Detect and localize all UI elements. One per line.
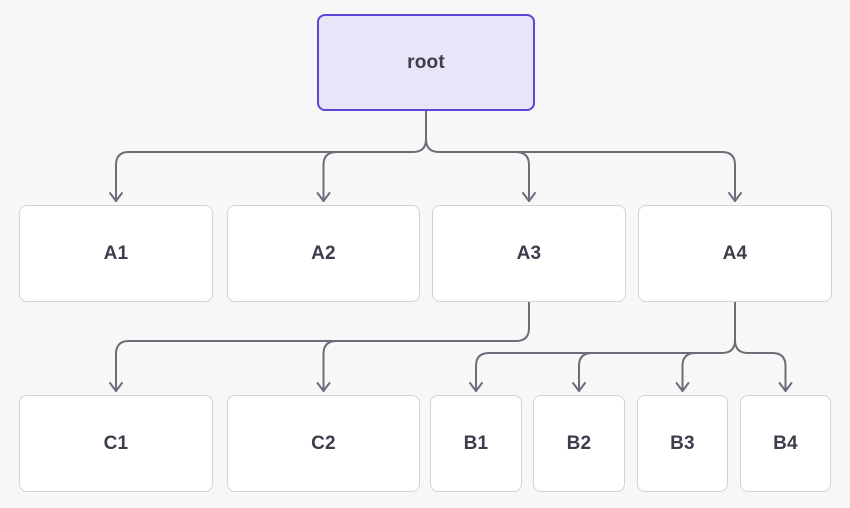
node-label: B1 (463, 432, 489, 454)
arrowhead-A3 (522, 192, 536, 202)
node-A2: A2 (227, 205, 420, 302)
node-B4: B4 (740, 395, 831, 492)
edge-root-A3 (515, 151, 530, 202)
edge-A3-C2 (322, 340, 338, 392)
node-label: A4 (722, 242, 748, 264)
arrowhead-B3 (675, 382, 690, 392)
edge-root-A4 (425, 110, 736, 202)
node-label: C2 (311, 432, 336, 454)
node-A4: A4 (638, 205, 832, 302)
edge-root-A2 (322, 151, 338, 202)
node-A3: A3 (432, 205, 626, 302)
node-B2: B2 (533, 395, 625, 492)
arrowhead-A2 (316, 192, 331, 202)
arrowhead-C2 (316, 382, 331, 392)
node-label: C1 (103, 432, 129, 454)
node-root: root (317, 14, 535, 111)
arrowhead-A4 (728, 192, 742, 202)
arrowhead-B1 (469, 382, 483, 392)
node-A1: A1 (19, 205, 213, 302)
node-C1: C1 (19, 395, 213, 492)
node-label: root (407, 51, 445, 73)
edge-root-A1 (115, 110, 427, 202)
edge-A4-B4 (734, 301, 787, 392)
node-B1: B1 (430, 395, 522, 492)
edge-A4-B1 (475, 301, 736, 392)
node-label: B2 (566, 432, 592, 454)
arrowhead-B4 (778, 382, 793, 392)
node-label: B3 (670, 432, 695, 454)
edge-A3-C1 (115, 301, 530, 392)
node-C2: C2 (227, 395, 420, 492)
arrowhead-A1 (109, 192, 123, 202)
node-label: A1 (103, 242, 129, 264)
node-label: A3 (516, 242, 542, 264)
edge-A4-B3 (681, 352, 697, 392)
edge-A4-B2 (578, 352, 593, 392)
arrowhead-B2 (572, 382, 586, 392)
node-label: A2 (311, 242, 336, 264)
node-label: B4 (773, 432, 798, 454)
arrowhead-C1 (109, 382, 123, 392)
node-B3: B3 (637, 395, 728, 492)
